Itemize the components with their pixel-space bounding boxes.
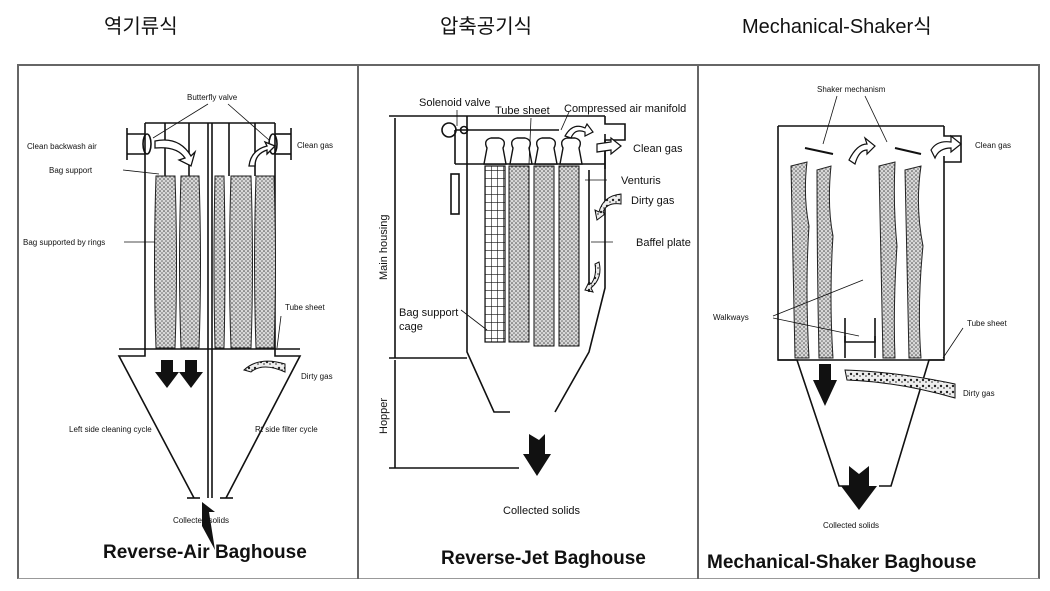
collected-solids-arrow-icon	[841, 466, 877, 510]
clean-gas-arrow-icon	[564, 122, 594, 139]
label-walkways: Walkways	[713, 313, 749, 322]
mechanical-shaker-diagram: Shaker mechanism Clean gas Walkways Tube…	[707, 85, 1011, 573]
label-venturis: Venturis	[621, 175, 661, 187]
filter-bag	[154, 175, 177, 349]
label-tube-sheet: Tube sheet	[495, 105, 550, 117]
header-compressed-air: 압축공기식	[440, 16, 532, 38]
shaker-mechanism	[894, 147, 922, 155]
down-arrow-icon	[155, 360, 179, 388]
panel-title: Reverse-Jet Baghouse	[441, 548, 646, 569]
shaker-mechanism	[804, 147, 834, 155]
down-arrow-icon	[179, 360, 203, 388]
filter-bag	[533, 165, 555, 347]
label-baffle-plate: Baffel plate	[636, 237, 691, 249]
filter-bag	[904, 165, 924, 359]
label-tube-sheet: Tube sheet	[285, 303, 326, 312]
venturi	[509, 137, 533, 165]
label-dirty-gas: Dirty gas	[963, 389, 995, 398]
dirty-gas-arrow-icon	[584, 261, 601, 293]
label-tube-sheet: Tube sheet	[967, 319, 1008, 328]
filter-bag	[878, 161, 898, 359]
label-clean-gas: Clean gas	[633, 143, 683, 155]
collected-solids-arrow-icon	[523, 434, 551, 476]
venturi	[483, 137, 507, 165]
walkway	[844, 318, 876, 343]
label-shaker-mechanism: Shaker mechanism	[817, 85, 886, 94]
filter-bag	[179, 175, 201, 349]
diagram-frame	[17, 64, 1040, 579]
panel-divider	[697, 64, 699, 579]
label-bag-support-cage: Bag support	[399, 307, 458, 319]
filter-bag	[213, 175, 226, 349]
venturi	[559, 137, 583, 165]
label-collected-solids: Collected solids	[503, 505, 581, 517]
header-mechanical-shaker: Mechanical-Shaker식	[742, 16, 932, 38]
clean-gas-arrow-icon	[596, 136, 622, 156]
label-right-side-filter-cycle: Rt side filter cycle	[255, 425, 318, 434]
filter-bag	[816, 165, 834, 359]
label-hopper: Hopper	[378, 398, 390, 434]
label-dirty-gas: Dirty gas	[301, 372, 333, 381]
label-collected-solids: Collected solids	[173, 516, 229, 525]
label-bag-support-cage: cage	[399, 321, 423, 333]
filter-bag	[229, 175, 253, 349]
panel-title: Mechanical-Shaker Baghouse	[707, 552, 976, 573]
panel-title: Reverse-Air Baghouse	[103, 542, 307, 563]
housing-left-wall	[777, 126, 849, 487]
bag-support-cage	[484, 165, 506, 343]
collected-solids-arrow-icon	[202, 502, 215, 550]
label-compressed-air-manifold: Compressed air manifold	[564, 103, 686, 115]
filter-bag	[558, 165, 580, 347]
header-reverse-air: 역기류식	[104, 16, 178, 38]
housing-left-wall	[466, 134, 510, 413]
label-butterfly-valve: Butterfly valve	[187, 93, 238, 102]
filter-bag	[254, 175, 276, 349]
dirty-gas-arrow-icon	[243, 360, 286, 373]
down-arrow-icon	[813, 364, 837, 406]
label-left-side-cleaning-cycle: Left side cleaning cycle	[69, 425, 152, 434]
label-solenoid-valve: Solenoid valve	[419, 97, 491, 109]
filter-bag	[508, 165, 530, 343]
label-main-housing: Main housing	[378, 215, 390, 280]
label-collected-solids: Collected solids	[823, 521, 879, 530]
label-bag-supported-by-rings: Bag supported by rings	[23, 238, 105, 247]
backwash-arrow-icon	[154, 139, 197, 167]
label-clean-gas: Clean gas	[975, 141, 1011, 150]
dirty-gas-arrow-icon	[844, 369, 956, 399]
reverse-air-diagram: Butterfly valve Clean backwash air Clean…	[23, 93, 333, 563]
panel-divider	[357, 64, 359, 579]
filter-bag	[790, 161, 810, 359]
label-dirty-gas: Dirty gas	[631, 195, 675, 207]
label-bag-support: Bag support	[49, 166, 93, 175]
clean-gas-arrow-icon	[248, 140, 277, 167]
dirty-gas-arrow-icon	[594, 193, 622, 221]
venturi	[534, 137, 558, 165]
reverse-jet-diagram: Solenoid valve Tube sheet Compressed air…	[378, 97, 691, 569]
label-clean-backwash-air: Clean backwash air	[27, 142, 97, 151]
housing-left-wall	[117, 136, 195, 499]
clean-gas-arrow-icon	[848, 136, 876, 165]
label-clean-gas: Clean gas	[297, 141, 333, 150]
clean-gas-arrow-icon	[930, 134, 962, 160]
